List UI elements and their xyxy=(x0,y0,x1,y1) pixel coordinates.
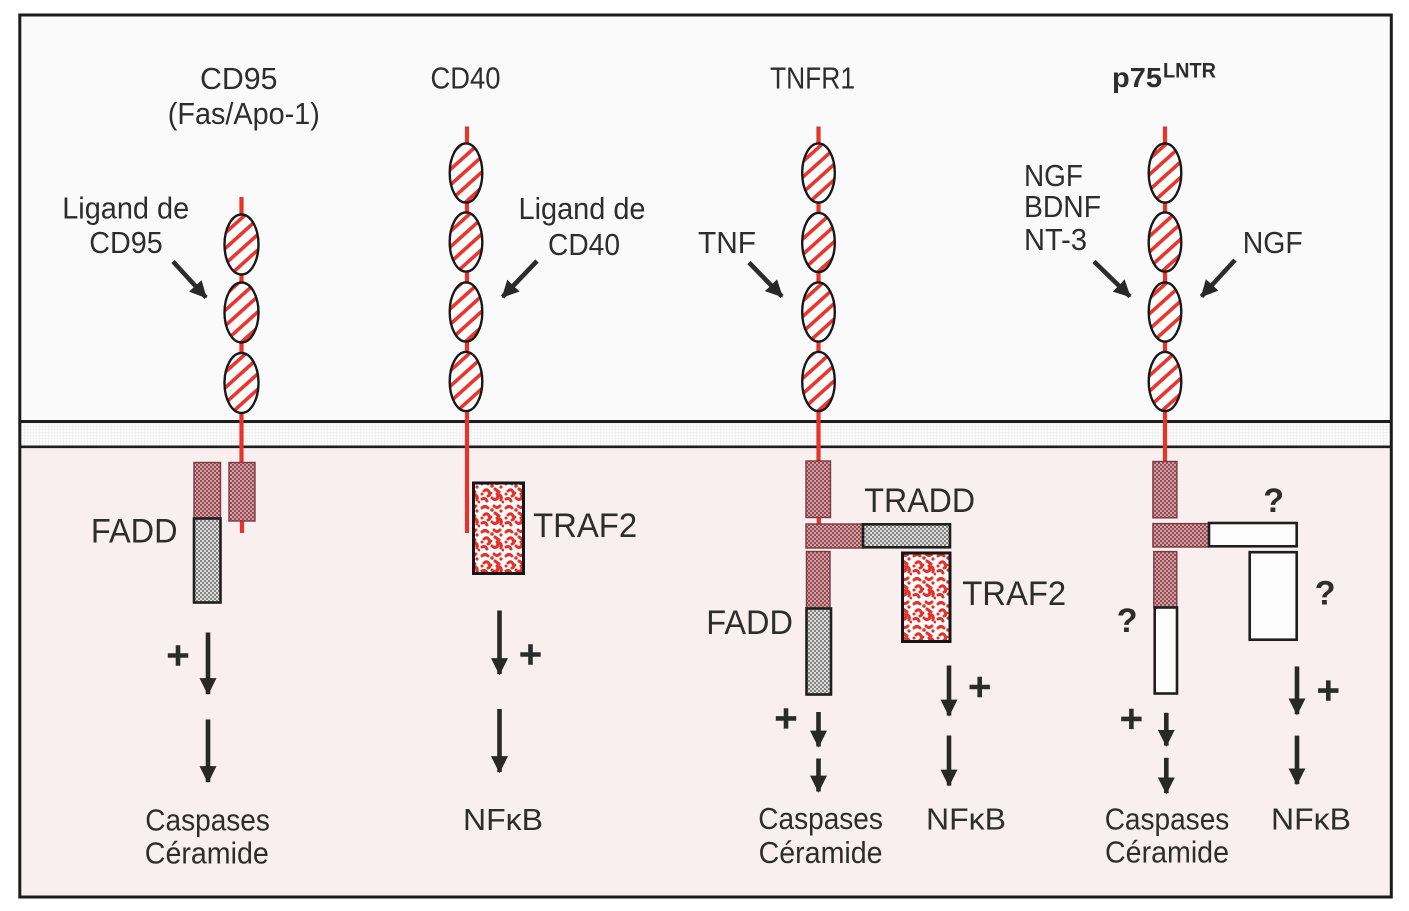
svg-text:(Fas/Apo-1): (Fas/Apo-1) xyxy=(168,96,320,131)
svg-text:?: ? xyxy=(1117,602,1138,640)
svg-text:?: ? xyxy=(1263,482,1284,520)
svg-text:NGF: NGF xyxy=(1024,158,1083,193)
svg-text:CD40: CD40 xyxy=(431,61,501,96)
svg-text:NFκB: NFκB xyxy=(926,802,1006,837)
svg-text:Ligand de: Ligand de xyxy=(519,191,646,226)
svg-text:Caspases: Caspases xyxy=(1105,802,1230,837)
svg-text:p75: p75 xyxy=(1112,62,1162,93)
svg-text:Caspases: Caspases xyxy=(145,803,270,838)
svg-text:Céramide: Céramide xyxy=(759,835,883,870)
svg-text:?: ? xyxy=(1315,574,1336,612)
svg-text:CD40: CD40 xyxy=(548,227,620,262)
svg-text:TNF: TNF xyxy=(698,225,756,260)
svg-text:FADD: FADD xyxy=(91,513,178,551)
svg-text:Céramide: Céramide xyxy=(1105,835,1229,870)
svg-text:TNFR1: TNFR1 xyxy=(770,61,855,96)
svg-text:TRAF2: TRAF2 xyxy=(533,507,637,545)
svg-text:TRADD: TRADD xyxy=(864,482,975,520)
svg-text:CD95: CD95 xyxy=(200,61,278,96)
svg-text:NFκB: NFκB xyxy=(1271,802,1351,837)
svg-text:LNTR: LNTR xyxy=(1163,59,1216,83)
svg-text:BDNF: BDNF xyxy=(1024,189,1101,224)
svg-text:NGF: NGF xyxy=(1243,225,1303,260)
svg-text:NT-3: NT-3 xyxy=(1024,222,1087,257)
svg-text:NFκB: NFκB xyxy=(463,802,543,837)
svg-text:FADD: FADD xyxy=(706,604,793,642)
svg-text:TRAF2: TRAF2 xyxy=(962,575,1066,613)
svg-text:Céramide: Céramide xyxy=(145,836,269,871)
svg-text:CD95: CD95 xyxy=(89,225,163,260)
svg-text:Ligand de: Ligand de xyxy=(62,191,189,226)
svg-text:Caspases: Caspases xyxy=(758,801,883,836)
